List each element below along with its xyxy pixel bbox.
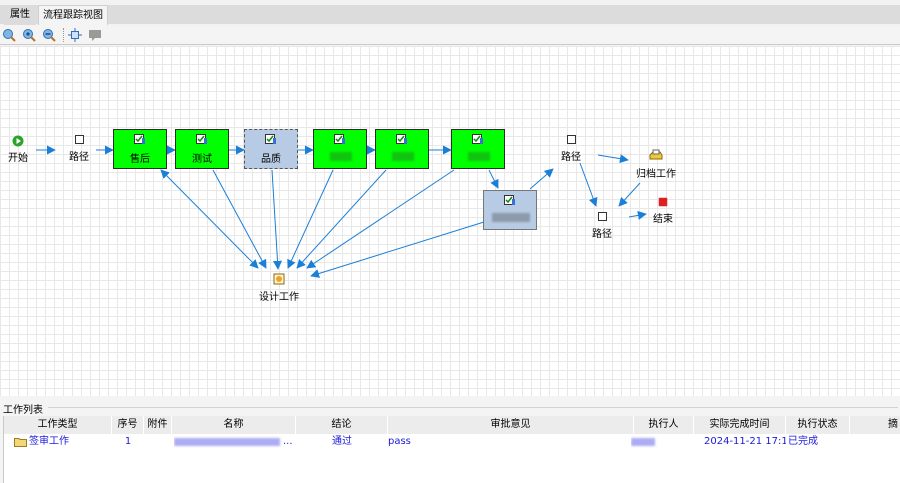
stop-icon	[659, 198, 667, 206]
edit-task-icon	[504, 195, 515, 205]
column-header-attachment[interactable]: 附件	[144, 416, 172, 434]
edit-task-icon	[334, 134, 345, 144]
column-header-executor[interactable]: 执行人	[634, 416, 694, 434]
route-icon	[566, 135, 576, 144]
route-node-1[interactable]: 路径	[64, 135, 94, 163]
edit-task-icon	[472, 134, 483, 144]
process-diagram-canvas[interactable]: 开始 路径 售后 测试 品质 路径	[0, 46, 900, 396]
design-work-label: 设计工作	[259, 292, 299, 303]
redacted-label	[492, 213, 530, 222]
start-node[interactable]: 开始	[6, 135, 30, 164]
arrow-test-design	[212, 169, 267, 269]
edit-task-icon	[196, 134, 207, 144]
cell-status: 已完成	[788, 436, 818, 447]
arrow-aftersale-design	[160, 169, 259, 269]
end-label: 结束	[653, 214, 673, 225]
tab-process-trace-view[interactable]: 流程跟踪视图	[38, 5, 108, 25]
column-header-summary[interactable]: 摘	[850, 416, 900, 434]
cell-name-redacted	[174, 438, 280, 446]
zoom-in-icon[interactable]	[22, 28, 36, 42]
cell-finished-at: 2024-11-21 17:17	[704, 436, 786, 447]
route-icon	[597, 212, 607, 221]
route-icon	[74, 135, 84, 144]
column-header-seq[interactable]: 序号	[112, 416, 144, 434]
task-node-5[interactable]	[375, 129, 429, 169]
tab-properties[interactable]: 属性	[4, 5, 36, 25]
zoom-out-icon[interactable]	[42, 28, 56, 42]
cell-work-type-wrap: 签审工作	[14, 434, 112, 450]
route-node-2[interactable]: 路径	[556, 135, 586, 163]
arrow-quality-design	[271, 169, 283, 270]
center-icon[interactable]	[68, 28, 82, 42]
arrow-task6-design	[306, 169, 455, 269]
flow-arrows	[36, 145, 647, 278]
work-list-title: 工作列表	[3, 405, 43, 416]
redacted-label	[330, 152, 352, 161]
column-header-opinion[interactable]: 审批意见	[388, 416, 634, 434]
cell-executor-redacted	[631, 438, 655, 446]
arrow-task7-route2	[529, 168, 554, 190]
zoom-fit-icon[interactable]	[2, 28, 16, 42]
task-node-7[interactable]	[483, 190, 537, 230]
route-label: 路径	[561, 152, 581, 163]
task-node-quality[interactable]: 品质	[244, 129, 298, 169]
cell-conclusion: 通过	[332, 436, 352, 447]
tab-strip	[0, 5, 900, 24]
archive-icon	[649, 149, 663, 160]
edit-task-icon	[396, 134, 407, 144]
comment-icon[interactable]	[88, 28, 102, 42]
arrow-task7-design	[310, 221, 485, 278]
task-node-test[interactable]: 测试	[175, 129, 229, 169]
task-label: 品质	[261, 154, 281, 165]
cell-name-wrap: ...	[174, 434, 296, 450]
folder-icon	[14, 438, 27, 447]
cell-opinion: pass	[388, 436, 411, 447]
edit-task-icon	[265, 134, 276, 144]
archive-node[interactable]: 归档工作	[632, 149, 680, 180]
cell-work-type: 签审工作	[29, 436, 69, 447]
start-label: 开始	[8, 153, 28, 164]
play-icon	[12, 135, 24, 147]
cell-executor-wrap	[631, 434, 694, 450]
work-list-table: 工作类型 序号 附件 名称 结论 审批意见 执行人 实际完成时间 执行状态 摘 …	[3, 416, 900, 483]
tab-bar: 属性 流程跟踪视图	[0, 0, 900, 25]
route-label: 路径	[69, 152, 89, 163]
task-node-4[interactable]	[313, 129, 367, 169]
design-work-node[interactable]: 设计工作	[254, 273, 304, 303]
redacted-label	[392, 152, 414, 161]
arrow-route3-end	[628, 210, 647, 220]
arrow-task6-task7	[488, 169, 499, 189]
task-node-6[interactable]	[451, 129, 505, 169]
route-node-3[interactable]: 路径	[587, 212, 617, 240]
route-label: 路径	[592, 229, 612, 240]
arrow-route2-archive	[597, 154, 629, 164]
task-node-aftersale[interactable]: 售后	[113, 129, 167, 169]
edit-task-icon	[134, 134, 145, 144]
design-icon	[273, 273, 285, 285]
task-label: 测试	[192, 154, 212, 165]
divider	[48, 407, 898, 408]
column-header-status[interactable]: 执行状态	[786, 416, 850, 434]
column-header-name[interactable]: 名称	[172, 416, 296, 434]
column-header-finished-at[interactable]: 实际完成时间	[694, 416, 786, 434]
archive-label: 归档工作	[636, 169, 676, 180]
toolbar-separator	[63, 28, 64, 42]
redacted-label	[468, 152, 490, 161]
arrow-task4-design	[287, 169, 334, 269]
column-header-work-type[interactable]: 工作类型	[4, 416, 112, 434]
arrow-archive-route3	[618, 182, 641, 207]
column-header-conclusion[interactable]: 结论	[296, 416, 388, 434]
table-header: 工作类型 序号 附件 名称 结论 审批意见 执行人 实际完成时间 执行状态 摘	[4, 416, 900, 434]
cell-attachment	[144, 434, 172, 450]
arrow-task5-design	[296, 169, 387, 269]
arrow-route2-route3	[579, 162, 598, 207]
cell-name: ...	[283, 436, 293, 447]
cell-seq: 1	[124, 436, 132, 447]
work-list-panel: 工作列表 工作类型 序号 附件 名称 结论 审批意见 执行人 实际完成时间 执行…	[0, 396, 900, 483]
task-label: 售后	[130, 154, 150, 165]
diagram-toolbar	[0, 25, 900, 45]
table-row[interactable]: 签审工作 1 ... 通过 pass 2024-11-21 17:17 已完成	[4, 434, 900, 450]
end-node[interactable]: 结束	[650, 198, 676, 225]
